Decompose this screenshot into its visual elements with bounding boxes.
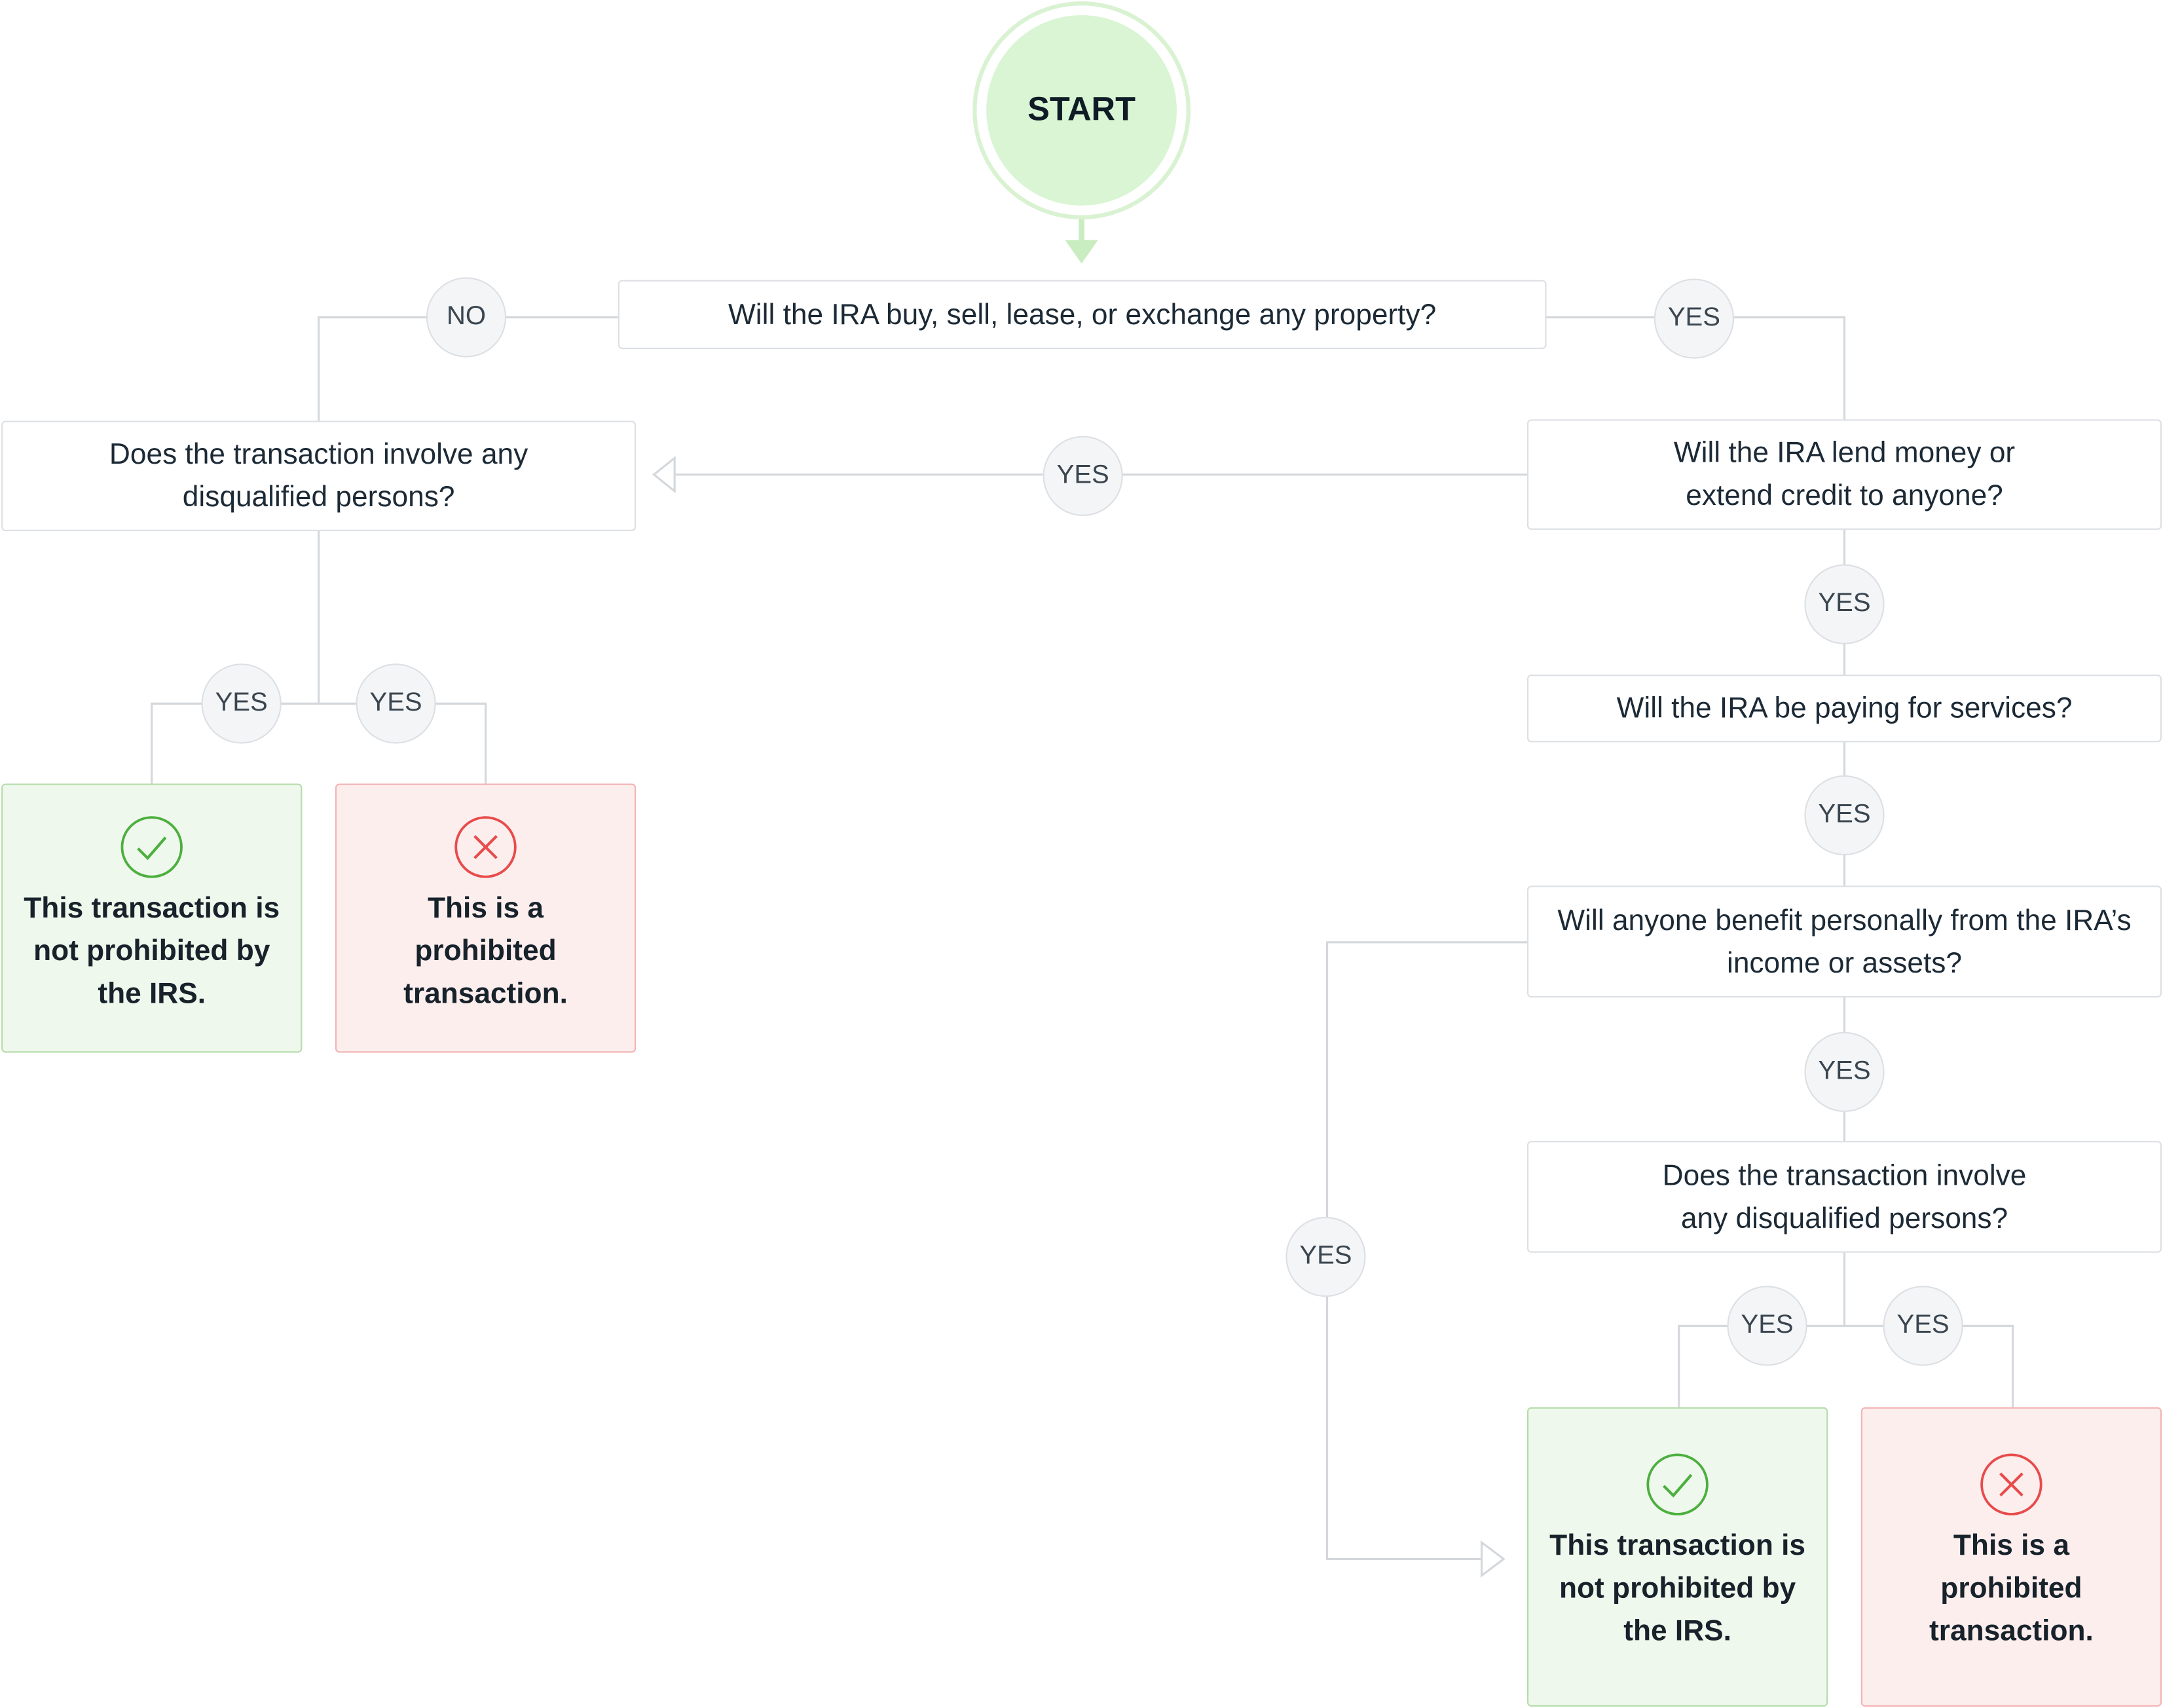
answer-yes-pill: YES xyxy=(1804,775,1885,856)
result-text: This transaction is not prohibited by th… xyxy=(1549,1530,1806,1648)
answer-yes-pill: YES xyxy=(1043,436,1123,516)
question-disqualified-persons-right: Does the transaction involve any disqual… xyxy=(1527,1141,2162,1253)
start-node: START xyxy=(986,15,1177,206)
answer-yes-pill: YES xyxy=(201,663,282,744)
answer-yes-pill: YES xyxy=(356,663,436,744)
result-text: This is a prohibited transaction. xyxy=(1929,1530,2094,1648)
x-circle-icon xyxy=(1980,1453,2043,1515)
check-circle-icon xyxy=(1646,1453,1709,1515)
question-lend-money: Will the IRA lend money or extend credit… xyxy=(1527,419,2162,530)
check-circle-icon xyxy=(120,816,183,878)
answer-yes-pill: YES xyxy=(1654,278,1734,359)
answer-yes-pill: YES xyxy=(1804,564,1885,644)
result-prohibited-right: This is a prohibited transaction. xyxy=(1860,1407,2162,1707)
answer-yes-pill: YES xyxy=(1285,1217,1366,1297)
result-prohibited-left: This is a prohibited transaction. xyxy=(335,783,637,1053)
answer-no-pill: NO xyxy=(426,277,507,358)
question-buy-sell-property: Will the IRA buy, sell, lease, or exchan… xyxy=(618,280,1547,349)
answer-yes-pill: YES xyxy=(1804,1031,1885,1112)
question-benefit-personally-text: Will anyone benefit personally from the … xyxy=(1557,904,2132,979)
question-paying-services: Will the IRA be paying for services? xyxy=(1527,675,2162,743)
result-text: This is a prohibited transaction. xyxy=(403,892,568,1011)
start-arrow-icon xyxy=(1065,240,1098,264)
arrow-left-icon xyxy=(652,456,676,494)
x-circle-icon xyxy=(454,816,517,878)
question-benefit-personally: Will anyone benefit personally from the … xyxy=(1527,885,2162,998)
result-not-prohibited-right: This transaction is not prohibited by th… xyxy=(1527,1407,1828,1707)
answer-yes-pill: YES xyxy=(1727,1286,1807,1366)
result-text: This transaction is not prohibited by th… xyxy=(24,892,280,1011)
question-disqualified-persons-left-text: Does the transaction involve any disqual… xyxy=(109,438,528,513)
result-not-prohibited-left: This transaction is not prohibited by th… xyxy=(1,783,303,1053)
question-lend-money-text: Will the IRA lend money or extend credit… xyxy=(1673,437,2016,512)
question-disqualified-persons-left: Does the transaction involve any disqual… xyxy=(1,420,637,532)
question-disqualified-persons-right-text: Does the transaction involve any disqual… xyxy=(1662,1159,2027,1235)
arrow-right-icon xyxy=(1480,1540,1506,1578)
answer-yes-pill: YES xyxy=(1883,1286,1963,1366)
